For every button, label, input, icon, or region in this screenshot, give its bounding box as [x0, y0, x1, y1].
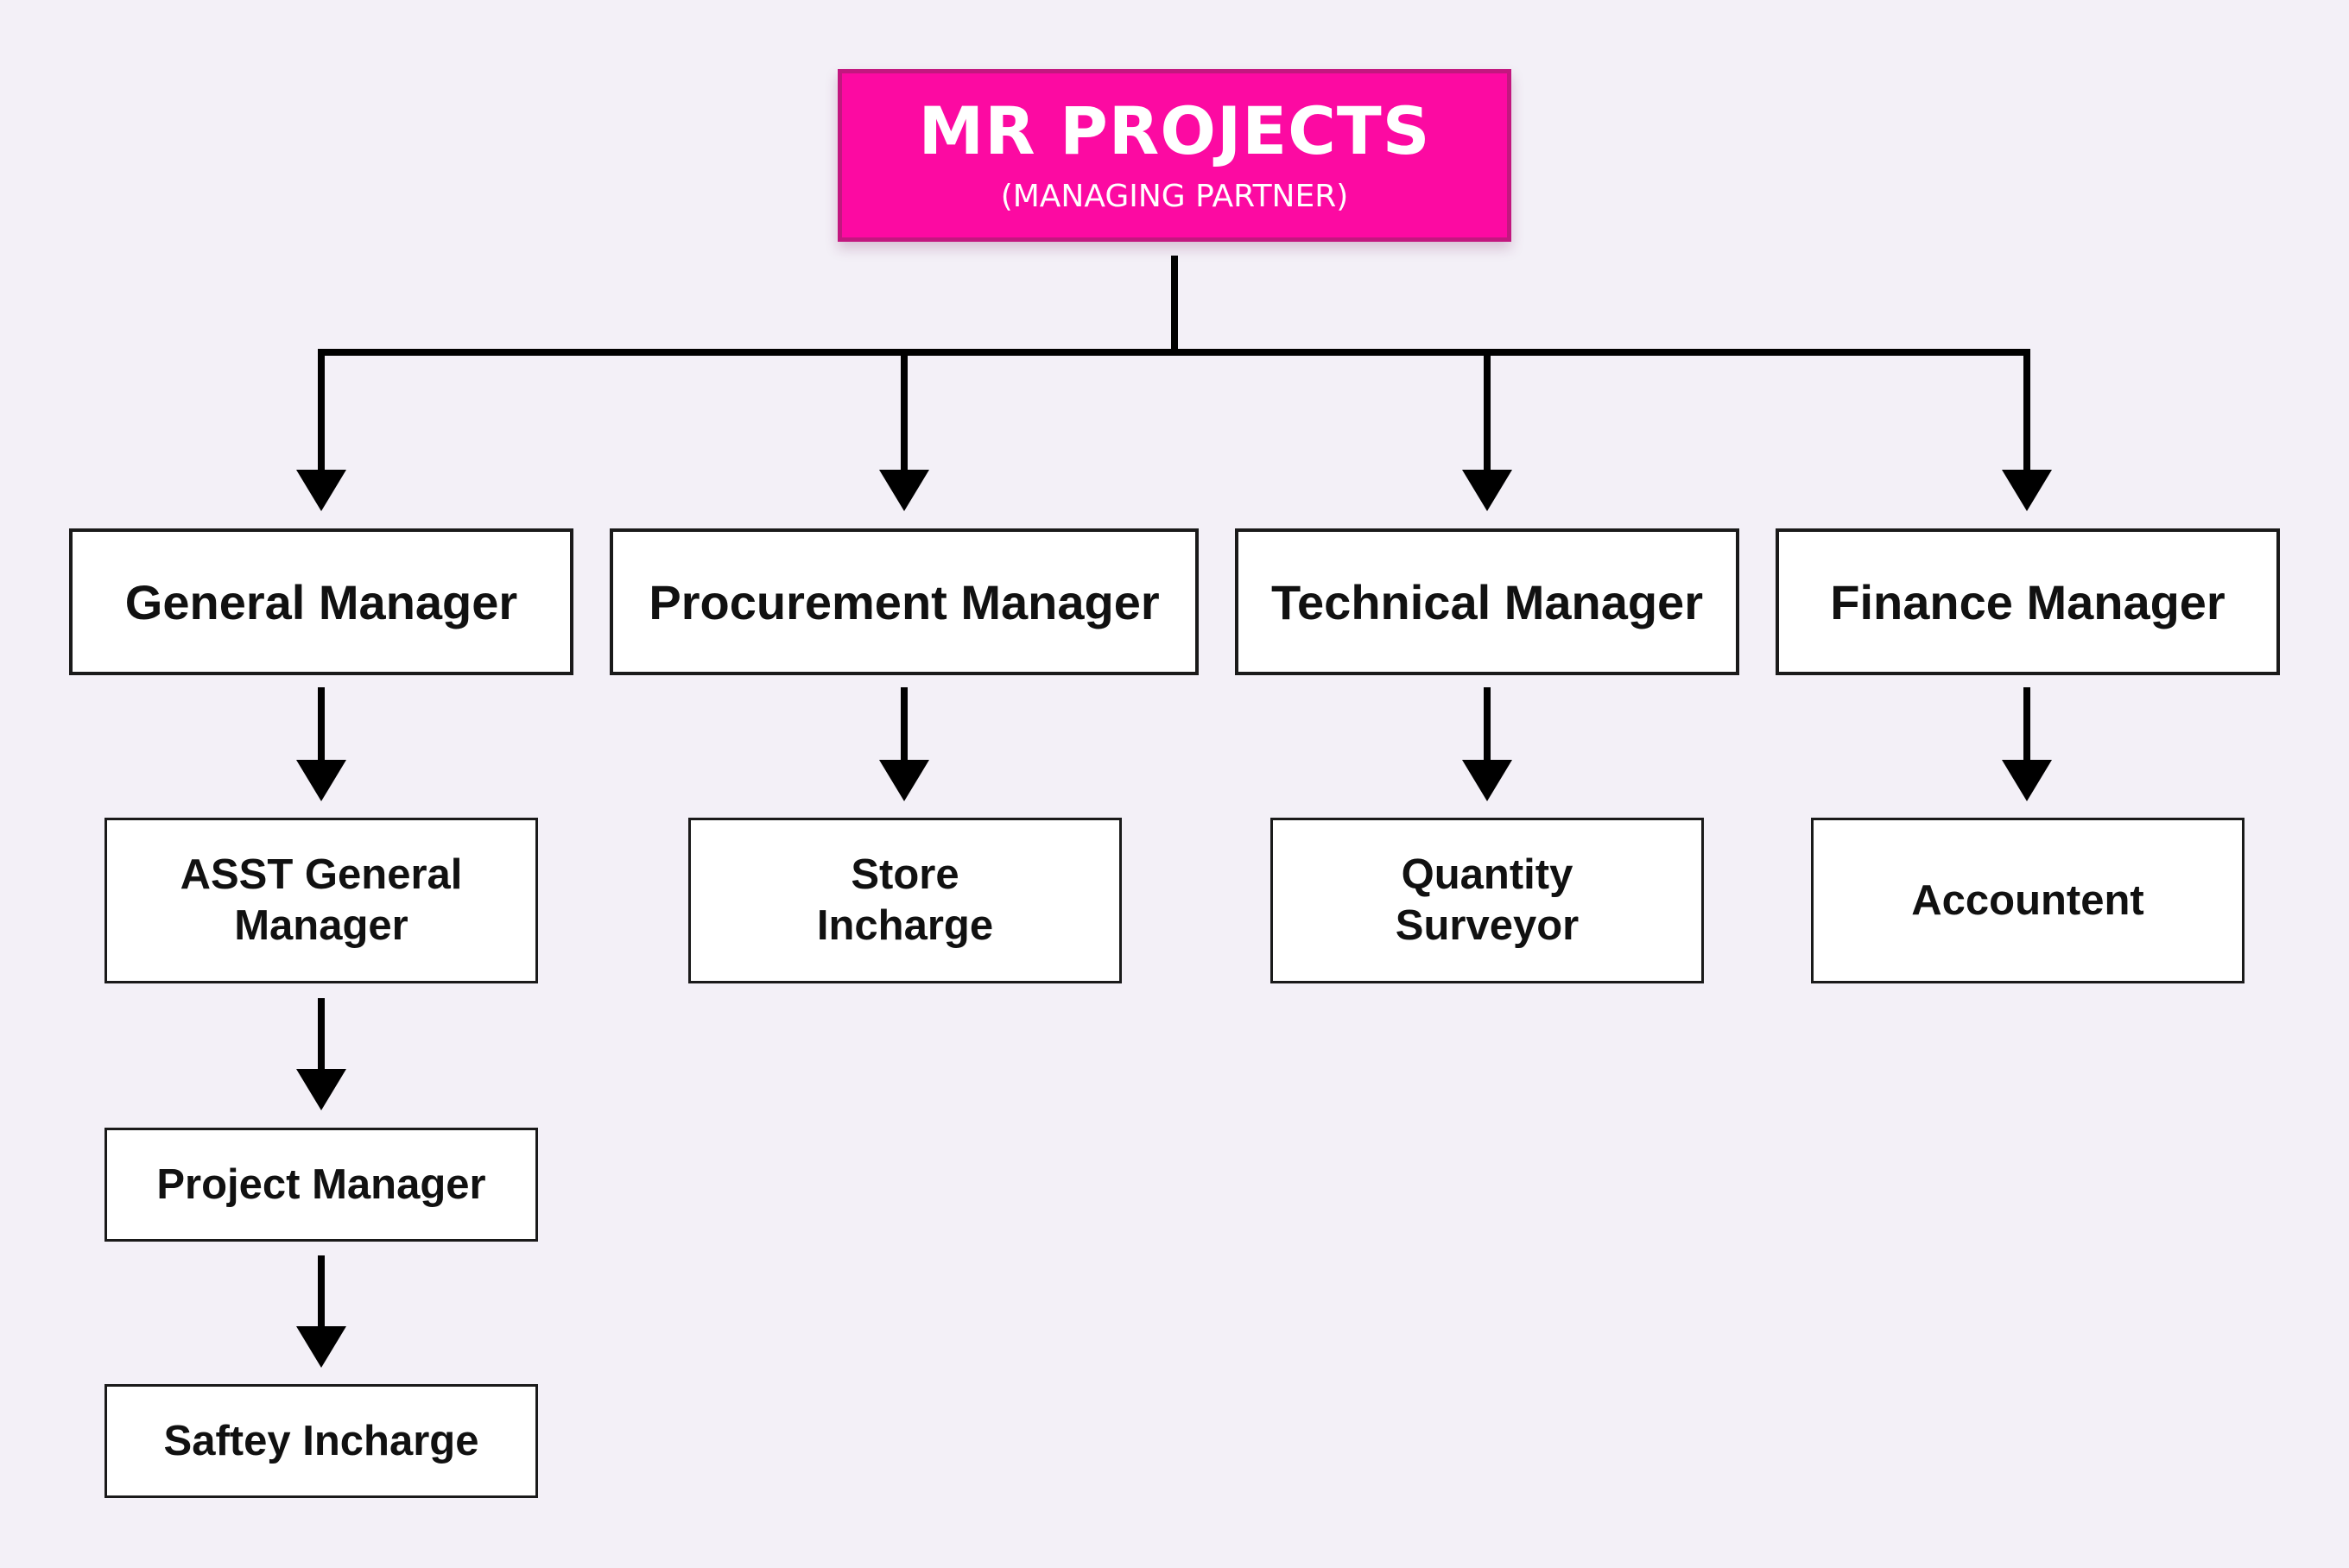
arrow-to-finance-manager-head [2002, 470, 2052, 511]
node-safety-incharge: Saftey Incharge [104, 1384, 538, 1498]
arrow-to-technical-manager-head [1462, 470, 1512, 511]
node-accountent: Accountent [1811, 818, 2245, 983]
node-asst-general-manager: ASST General Manager [104, 818, 538, 983]
root-subtitle: (MANAGING PARTNER) [1000, 179, 1349, 214]
node-project-manager: Project Manager [104, 1128, 538, 1242]
arrow-to-general-manager-head [296, 470, 346, 511]
node-store-incharge: Store Incharge [688, 818, 1122, 983]
arrow-to-procurement-manager-head [879, 470, 929, 511]
arrow-to-project-manager-head [296, 1069, 346, 1110]
node-label: Store Incharge [816, 851, 994, 949]
node-finance-manager: Finance Manager [1776, 528, 2280, 675]
root-title: MR PROJECTS [918, 92, 1431, 169]
node-technical-manager: Technical Manager [1235, 528, 1739, 675]
arrow-to-quantity-surveyor-head [1462, 760, 1512, 801]
node-general-manager: General Manager [69, 528, 573, 675]
root-node-mr-projects: MR PROJECTS (MANAGING PARTNER) [838, 69, 1511, 242]
node-label: Quantity Surveyor [1395, 851, 1580, 949]
node-quantity-surveyor: Quantity Surveyor [1270, 818, 1704, 983]
arrow-to-safety-incharge-head [296, 1326, 346, 1368]
node-label: Finance Manager [1830, 574, 2226, 629]
node-procurement-manager: Procurement Manager [610, 528, 1199, 675]
arrow-to-asst-general-manager-head [296, 760, 346, 801]
node-label: ASST General Manager [180, 851, 463, 949]
node-label: Procurement Manager [649, 574, 1160, 629]
node-label: General Manager [124, 574, 518, 629]
node-label: Project Manager [156, 1160, 486, 1208]
node-label: Saftey Incharge [163, 1417, 479, 1464]
node-label: Accountent [1911, 876, 2144, 924]
node-label: Technical Manager [1270, 574, 1703, 629]
arrow-to-accountent-head [2002, 760, 2052, 801]
arrow-to-store-incharge-head [879, 760, 929, 801]
